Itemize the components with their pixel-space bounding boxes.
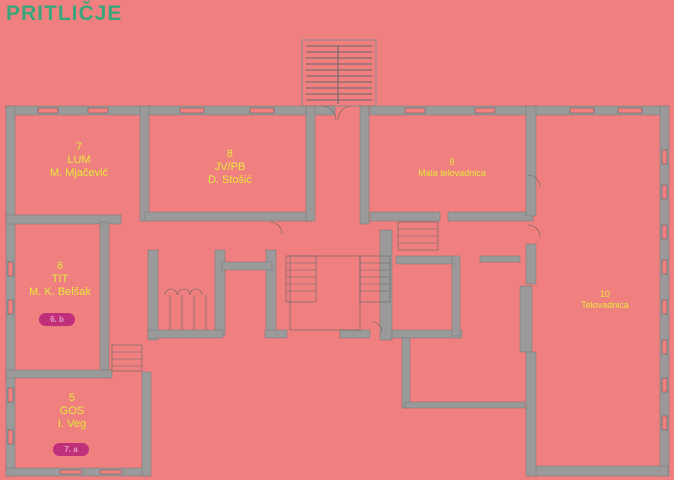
- room-6-class-badge: 6. b: [39, 313, 75, 326]
- room-8-number: 8: [226, 148, 234, 160]
- room-7-teacher: M. Mjačević: [49, 167, 109, 179]
- room-10-label[interactable]: 10 Telovadnica: [581, 289, 629, 311]
- page-title: PRITLIČJE: [6, 2, 123, 25]
- room-10-number: 10: [599, 289, 610, 299]
- room-7-code: LUM: [67, 154, 91, 166]
- room-9-label[interactable]: 9 Mala telovadnica: [418, 157, 486, 179]
- room-6-number: 6: [56, 260, 64, 272]
- room-8-label[interactable]: 8 JV/PB D. Stošić: [208, 148, 252, 187]
- room-5-code: GOS: [59, 405, 85, 417]
- room-7-number: 7: [75, 141, 83, 153]
- room-9-number: 9: [449, 157, 455, 167]
- room-5-label[interactable]: 5 GOS I. Veg: [58, 392, 86, 431]
- room-8-code: JV/PB: [214, 161, 246, 173]
- room-6-code: TIT: [51, 273, 69, 285]
- room-7-label[interactable]: 7 LUM M. Mjačević: [50, 141, 108, 180]
- room-5-class-badge: 7. a: [53, 443, 89, 456]
- room-10-name: Telovadnica: [581, 300, 629, 310]
- room-8-teacher: D. Stošić: [207, 174, 253, 186]
- room-9-name: Mala telovadnica: [418, 168, 486, 178]
- room-6-label[interactable]: 6 TIT M. K. Belšak: [29, 260, 91, 299]
- room-5-number: 5: [68, 392, 76, 404]
- room-5-teacher: I. Veg: [57, 418, 87, 430]
- room-6-teacher: M. K. Belšak: [29, 286, 91, 298]
